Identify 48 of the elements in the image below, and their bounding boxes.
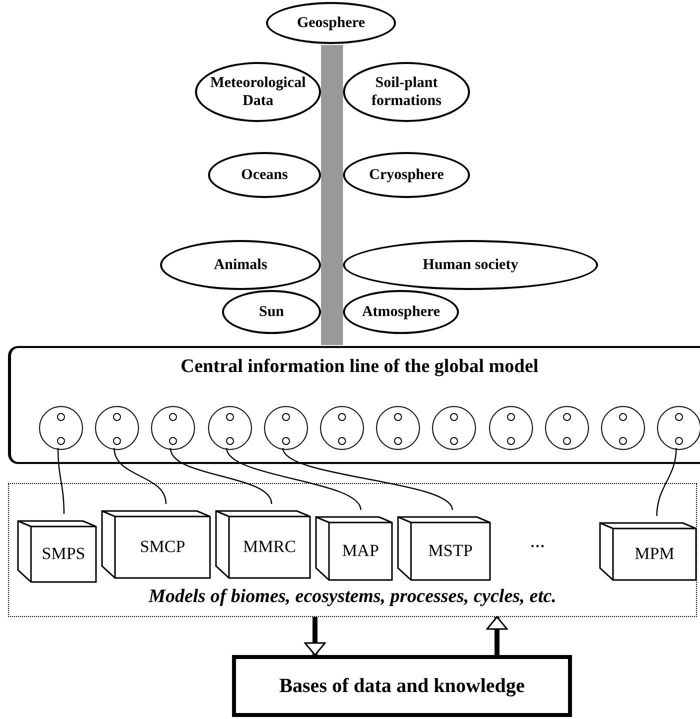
port-circle xyxy=(208,406,252,450)
node-label: Animals xyxy=(214,256,268,274)
connector-line xyxy=(114,448,167,504)
band-title: Central information line of the global model xyxy=(180,356,540,378)
port-circle xyxy=(320,406,364,450)
port-circle xyxy=(95,406,140,450)
connector-line xyxy=(226,448,362,510)
arrow xyxy=(304,617,326,656)
ellipse-node xyxy=(160,240,321,290)
model-abbreviation: MSTP xyxy=(427,540,474,561)
model-abbreviation: SMCP xyxy=(138,536,186,557)
model-abbreviation: MAP xyxy=(341,540,380,561)
models-panel xyxy=(8,483,697,617)
model-abbreviation: SMPS xyxy=(40,544,86,564)
connector-line xyxy=(282,448,453,510)
node-label: Soil-plant formations xyxy=(370,74,442,110)
ellipse-node xyxy=(343,152,470,198)
ellipse-node xyxy=(208,152,321,198)
node-label: Cryosphere xyxy=(369,166,444,184)
information-band xyxy=(8,346,700,464)
port-circle xyxy=(151,406,196,450)
port-circle xyxy=(544,406,589,450)
connector-line xyxy=(170,448,272,504)
ellipse-node xyxy=(343,290,459,334)
database-box xyxy=(232,655,572,717)
node-label: Atmosphere xyxy=(362,303,440,321)
panel-caption: Models of biomes, ecosystems, processes, cycles, etc. xyxy=(147,586,558,608)
node-label: Meteorological Data xyxy=(209,74,307,110)
port-circle xyxy=(657,406,700,450)
port-circle xyxy=(488,406,533,450)
model-abbreviation: MPM xyxy=(634,544,676,564)
port-circle xyxy=(601,406,645,450)
node-label: Sun xyxy=(258,303,284,321)
node-label: Oceans xyxy=(241,166,288,184)
port-circle xyxy=(264,406,308,450)
port-circle xyxy=(39,406,83,450)
ellipsis-text: ... xyxy=(530,530,545,553)
node-label: Human society xyxy=(422,256,518,274)
node-label: Geosphere xyxy=(296,14,366,32)
model-abbreviation: MMRC xyxy=(242,536,297,557)
arrow xyxy=(486,616,508,655)
trunk-bar xyxy=(321,45,343,345)
ellipse-node xyxy=(222,290,321,334)
port-circle xyxy=(376,406,420,450)
ellipse-node xyxy=(343,240,598,290)
node-label: Bases of data and knowledge xyxy=(279,674,525,698)
port-circle xyxy=(432,406,476,450)
connector-line xyxy=(57,448,65,514)
